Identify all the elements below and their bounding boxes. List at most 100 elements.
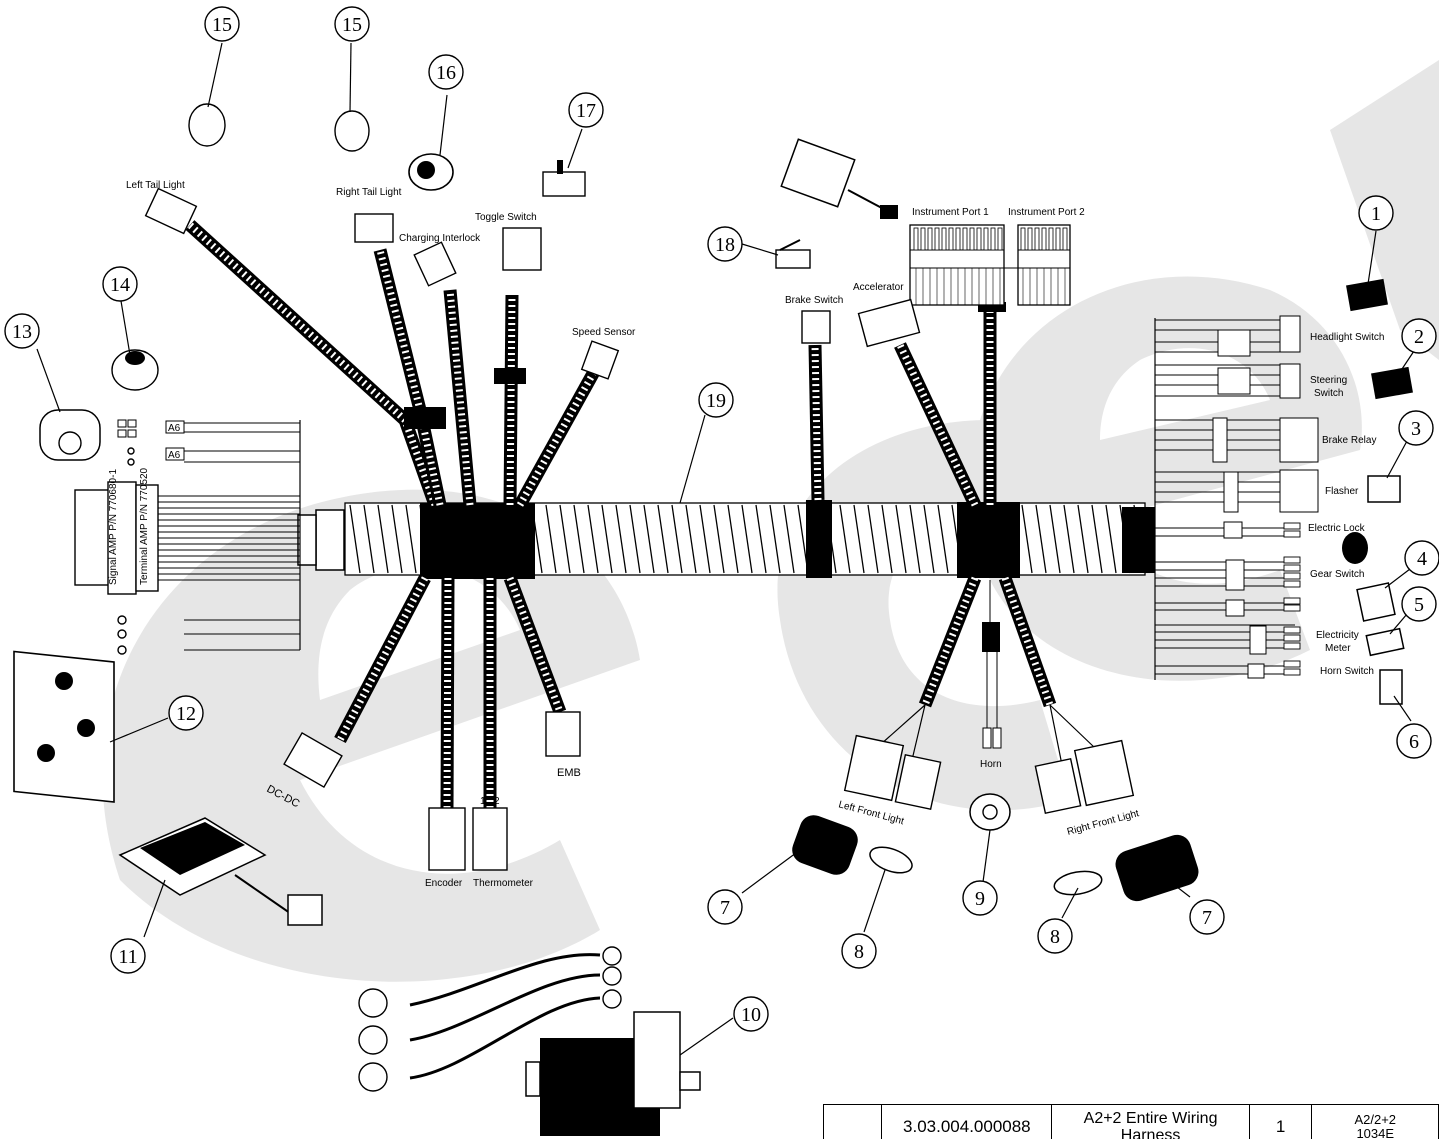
callout-12: 12 (168, 695, 204, 731)
callout-number: 14 (110, 274, 130, 296)
encoder-label: Encoder (425, 878, 463, 889)
left-front-light-connector-b (894, 753, 942, 811)
callout-number: 12 (176, 703, 196, 725)
accelerator-part (780, 138, 856, 208)
callout-number: 3 (1411, 418, 1421, 440)
callout-number: 7 (720, 897, 730, 919)
gear-switch-label: Gear Switch (1310, 569, 1364, 580)
callout-number: 9 (975, 888, 985, 910)
right-front-light-label: Right Front Light (1066, 808, 1140, 838)
a6-label-top: A6 (168, 423, 181, 434)
thermometer-label: Thermometer (473, 878, 534, 889)
callout-13: 13 (4, 313, 40, 349)
switch-wiring-panel (1154, 315, 1319, 680)
key-switch-part (39, 409, 101, 461)
callout-9: 9 (962, 880, 998, 916)
steering-switch-label-1: Steering (1310, 375, 1347, 386)
junction-block-end (1122, 507, 1155, 573)
branch-connectors (144, 187, 1135, 871)
headlamp-left-part (792, 815, 858, 875)
tie-tail-light (404, 407, 446, 429)
headlight-switch-label: Headlight Switch (1310, 332, 1384, 343)
callout-15: 15 (334, 6, 370, 42)
tail-light-right-part (334, 110, 370, 152)
horn-switch-label: Horn Switch (1320, 666, 1374, 677)
watermark-letter-e2 (969, 276, 1362, 681)
tie-instrument (978, 302, 1006, 312)
flasher-label: Flasher (1325, 486, 1359, 497)
part-5 (1365, 627, 1405, 657)
main-harness (297, 500, 1155, 579)
left-tail-light-connector (144, 187, 198, 235)
accelerator-label: Accelerator (853, 282, 904, 293)
parts-table-blank-cell (822, 1104, 883, 1139)
branch-speed (514, 366, 601, 509)
callout-11: 11 (110, 938, 146, 974)
right-front-light-connector-a (1034, 757, 1082, 815)
instrument-ports (909, 224, 1071, 306)
callout-10: 10 (733, 996, 769, 1032)
parts-table: 3.03.004.000088 A2+2 Entire Wiring Harne… (822, 1104, 1439, 1139)
horn-label: Horn (980, 759, 1002, 770)
callout-3: 3 (1398, 410, 1434, 446)
branch-left-tail (185, 220, 442, 508)
parts-table-qty-cell: 1 (1248, 1104, 1313, 1139)
a6-label-bottom: A6 (168, 450, 181, 461)
tie-toggle (494, 368, 526, 384)
callout-number: 11 (118, 946, 137, 968)
right-tail-light-label: Right Tail Light (336, 187, 402, 198)
charging-interlock-label: Charging Interlock (399, 233, 481, 244)
left-front-light-connector-a (843, 734, 905, 802)
main-connector-block: Signal AMP P/N 770680-1 Terminal AMP P/N… (74, 419, 301, 655)
callout-number: 5 (1414, 594, 1424, 616)
brake-switch-part (775, 249, 811, 269)
junction-block-right (957, 502, 1020, 578)
charging-interlock-connector (413, 241, 457, 287)
parts-table-model-line2: 1034E (1356, 1126, 1395, 1139)
emb-label: EMB (557, 767, 581, 779)
part-2 (1371, 366, 1413, 400)
callout-8: 8 (841, 933, 877, 969)
callout-number: 2 (1414, 326, 1424, 348)
instrument-port-1-label: Instrument Port 1 (912, 207, 989, 218)
instrument-port-2-label: Instrument Port 2 (1008, 207, 1085, 218)
terminal-amp-label: Terminal AMP P/N 770520 (139, 467, 150, 585)
signal-amp-label: Signal AMP P/N 770680-1 (108, 469, 119, 585)
callout-number: 18 (715, 234, 735, 256)
speed-sensor-connector (580, 340, 620, 380)
callout-18: 18 (707, 226, 743, 262)
parts-table-model-cell: A2/2+2 1034E (1311, 1104, 1439, 1139)
headlamp-right-part (1115, 834, 1199, 902)
branch-charging (443, 289, 477, 506)
right-front-light-connector-b (1073, 739, 1135, 807)
parts-table-code-cell: 3.03.004.000088 (881, 1104, 1053, 1139)
buzzer-part (111, 349, 159, 391)
branch-accelerator (894, 342, 981, 508)
accelerator-connector (857, 298, 921, 348)
electric-lock-label: Electric Lock (1308, 523, 1366, 534)
brake-relay-label: Brake Relay (1322, 435, 1376, 446)
callout-15: 15 (204, 6, 240, 42)
parts-table-name-line2: Harness (1120, 1127, 1181, 1139)
callout-16: 16 (428, 54, 464, 90)
parts-table-name-line1: A2+2 Entire Wiring (1083, 1110, 1218, 1127)
pin-2-label: 2 (494, 796, 500, 807)
emb-connector (545, 711, 581, 757)
leader-lines (36, 42, 1415, 1056)
parts-table-name-cell: A2+2 Entire Wiring Harness (1051, 1104, 1250, 1139)
motor-controller-part (13, 650, 115, 803)
toggle-switch-connector (502, 227, 542, 271)
pin-1-label: 1 (480, 796, 486, 807)
side-light-right-part (1053, 870, 1103, 896)
diagram-labels: Left Tail Light Right Tail Light Toggle … (126, 180, 1384, 889)
branch-emb (503, 575, 567, 715)
electric-lock-part (1342, 532, 1368, 564)
callout-5: 5 (1401, 586, 1437, 622)
parts-table-row: 3.03.004.000088 A2+2 Entire Wiring Harne… (822, 1104, 1439, 1139)
callout-number: 8 (1050, 926, 1060, 948)
part-1 (1346, 278, 1388, 312)
junction-block-middle (806, 500, 832, 578)
callout-number: 13 (12, 321, 32, 343)
